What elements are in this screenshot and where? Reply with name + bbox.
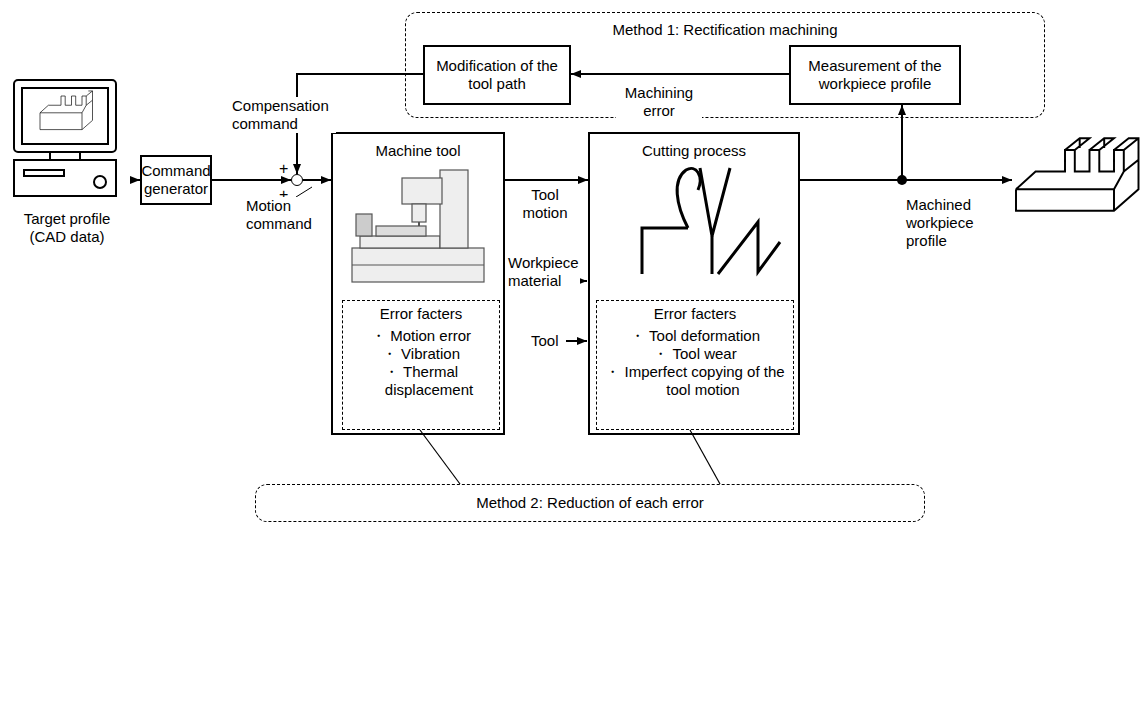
drawing-part — [360, 236, 440, 248]
node-title: Error facters — [603, 305, 787, 323]
process-box: Modification of the tool path — [423, 45, 571, 105]
drawing-part — [902, 179, 1012, 181]
error-list-box: Error facters ・ Motion error・ Vibration・ … — [342, 300, 500, 430]
edge-label: Tool motion — [514, 186, 576, 222]
node-title: Cutting process — [590, 142, 798, 160]
drawing-part — [40, 91, 93, 130]
drawing-part — [712, 222, 780, 274]
node-text: ・ Vibration — [349, 345, 493, 363]
node-title: Error facters — [349, 305, 493, 323]
drawing-part — [94, 176, 106, 188]
drawing-part — [677, 168, 700, 228]
drawing-part — [24, 170, 64, 176]
connector — [690, 430, 720, 484]
free-label: Machined workpiece profile — [906, 196, 998, 250]
drawing-part — [50, 152, 80, 160]
node-title: Target profile (CAD data) — [12, 210, 122, 246]
free-label: Tool — [531, 332, 565, 350]
summing-junction: ++ — [291, 174, 303, 186]
node-text: ・ Motion error — [349, 327, 493, 345]
drawing-part — [14, 160, 116, 196]
node-title: Command generator — [141, 162, 210, 198]
node-text: ・ Thermal displacement — [349, 363, 493, 399]
node-title: Modification of the tool path — [431, 57, 563, 93]
output-arrows — [296, 180, 1012, 341]
connector — [212, 179, 291, 181]
drawing-part — [376, 226, 426, 236]
node-text: ・ Tool wear — [603, 345, 787, 363]
drawing-part — [642, 228, 688, 274]
method-region: Method 1: Rectification machiningModific… — [405, 12, 1045, 118]
connector — [571, 73, 789, 75]
node-title: Method 2: Reduction of each error — [476, 494, 704, 512]
node-title: Measurement of the workpiece profile — [797, 57, 953, 93]
process-box: Command generator — [140, 155, 212, 205]
cutting-illustration — [642, 168, 780, 274]
drawing-part — [14, 80, 116, 152]
node-text: ・ Tool deformation — [603, 327, 787, 345]
drawing-part — [22, 88, 108, 144]
edge-label: Motion command — [246, 197, 318, 233]
process-box: Measurement of the workpiece profile — [789, 45, 961, 105]
error-list-box: Error facters ・ Tool deformation・ Tool we… — [596, 300, 794, 430]
node-title: Machine tool — [333, 142, 503, 160]
connector — [420, 430, 460, 484]
drawing-part — [412, 204, 426, 222]
node-title: Method 1: Rectification machining — [406, 21, 1044, 39]
plus-sign: + — [279, 161, 288, 177]
machine-tool-illustration — [352, 170, 484, 282]
free-label: Workpiece material — [508, 254, 580, 290]
drawing-part — [566, 340, 587, 342]
drawing-part — [356, 214, 372, 236]
node-text: ・ Imperfect copying of the tool motion — [603, 363, 787, 399]
drawing-part — [352, 264, 484, 265]
machine-box: Machine toolError facters・ Motion error・… — [331, 132, 505, 435]
drawing-part — [402, 178, 442, 204]
connector — [130, 179, 140, 181]
drawing-part — [40, 91, 93, 130]
edge-label: Compensation command — [232, 97, 336, 133]
drawing-part — [700, 168, 730, 236]
drawing-part — [296, 187, 312, 197]
drawing-part — [1016, 138, 1139, 211]
connector — [505, 179, 588, 181]
method-region: Method 2: Reduction of each error — [255, 484, 925, 522]
computer-icon — [14, 80, 116, 196]
process-box: Cutting processError facters ・ Tool defor… — [588, 132, 800, 435]
drawing-part — [352, 248, 484, 282]
connector — [303, 179, 331, 181]
connector — [800, 105, 902, 180]
edge-label: Machining error — [616, 84, 702, 120]
computer-node: Target profile (CAD data) — [4, 78, 130, 246]
workpiece-icon — [1016, 138, 1139, 211]
drawing-part — [440, 170, 468, 248]
